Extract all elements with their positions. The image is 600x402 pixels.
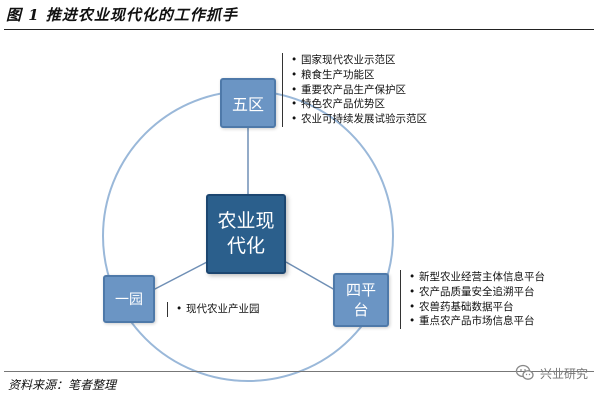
title-divider bbox=[4, 29, 594, 30]
watermark: 兴业研究 bbox=[515, 363, 588, 383]
watermark-text: 兴业研究 bbox=[539, 366, 588, 381]
four-platforms-item: 重点农产品市场信息平台 bbox=[409, 314, 545, 329]
five-zones-node: 五区 bbox=[220, 78, 276, 128]
five-zones-item: 重要农产品生产保护区 bbox=[291, 83, 427, 98]
one-park-node: 一园 bbox=[103, 275, 155, 323]
four-platforms-item: 新型农业经营主体信息平台 bbox=[409, 270, 545, 285]
four-platforms-list: 新型农业经营主体信息平台 农产品质量安全追溯平台 农兽药基础数据平台 重点农产品… bbox=[400, 270, 545, 330]
spoke-to-one-park bbox=[152, 261, 208, 291]
figure-title: 图 1 推进农业现代化的工作抓手 bbox=[6, 6, 238, 24]
core-node: 农业现代化 bbox=[206, 194, 286, 274]
spoke-to-four-platforms bbox=[285, 261, 336, 291]
wechat-icon bbox=[515, 364, 534, 380]
one-park-item: 现代农业产业园 bbox=[176, 302, 260, 317]
five-zones-item: 农业可持续发展试验示范区 bbox=[291, 112, 427, 127]
five-zones-list: 国家现代农业示范区 粮食生产功能区 重要农产品生产保护区 特色农产品优势区 农业… bbox=[282, 53, 427, 127]
four-platforms-item: 农产品质量安全追溯平台 bbox=[409, 285, 545, 300]
five-zones-item: 粮食生产功能区 bbox=[291, 68, 427, 83]
five-zones-item: 国家现代农业示范区 bbox=[291, 53, 427, 68]
four-platforms-item: 农兽药基础数据平台 bbox=[409, 300, 545, 315]
footer-divider bbox=[4, 371, 594, 372]
one-park-list: 现代农业产业园 bbox=[167, 302, 260, 317]
source-note: 资料来源：笔者整理 bbox=[8, 378, 117, 392]
five-zones-item: 特色农产品优势区 bbox=[291, 97, 427, 112]
four-platforms-node: 四平台 bbox=[333, 273, 389, 327]
